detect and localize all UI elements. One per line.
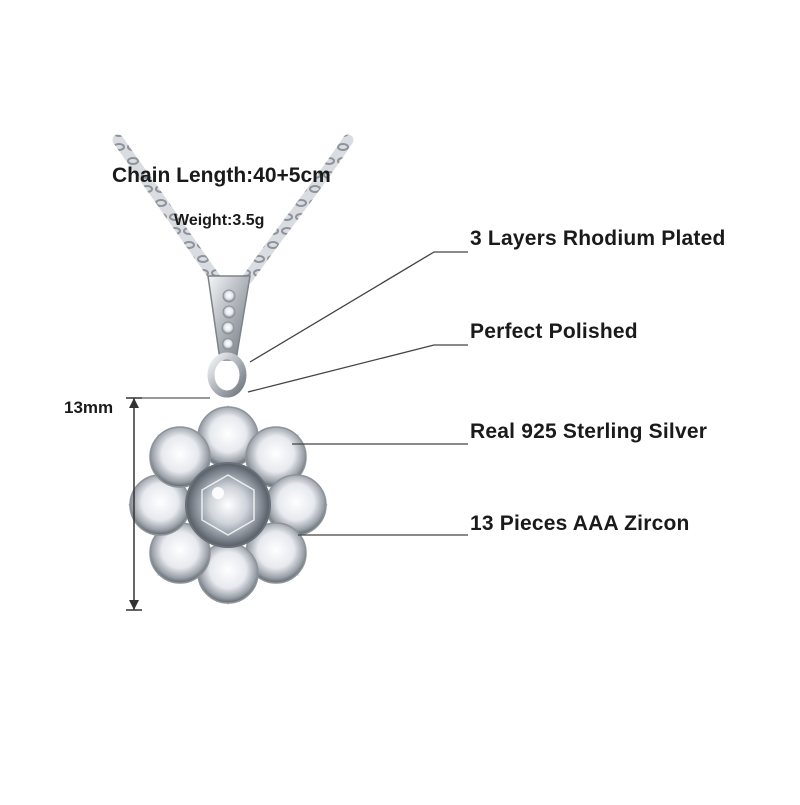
feature-zircon: 13 Pieces AAA Zircon [470,512,690,535]
pendant-bail [207,275,251,398]
feature-rhodium-plated: 3 Layers Rhodium Plated [470,227,726,250]
dimension-marker [126,397,210,611]
chain [112,134,354,284]
callout-lines [247,251,468,536]
chain-length-label: Chain Length:40+5cm [112,164,331,187]
flower-pendant [128,405,328,605]
callout-line-rhodium [249,251,468,363]
dimension-label: 13mm [64,398,114,417]
feature-sterling-silver: Real 925 Sterling Silver [470,420,708,443]
feature-polished: Perfect Polished [470,320,638,343]
callout-line-polished [247,344,468,393]
weight-label: Weight:3.5g [174,212,265,229]
